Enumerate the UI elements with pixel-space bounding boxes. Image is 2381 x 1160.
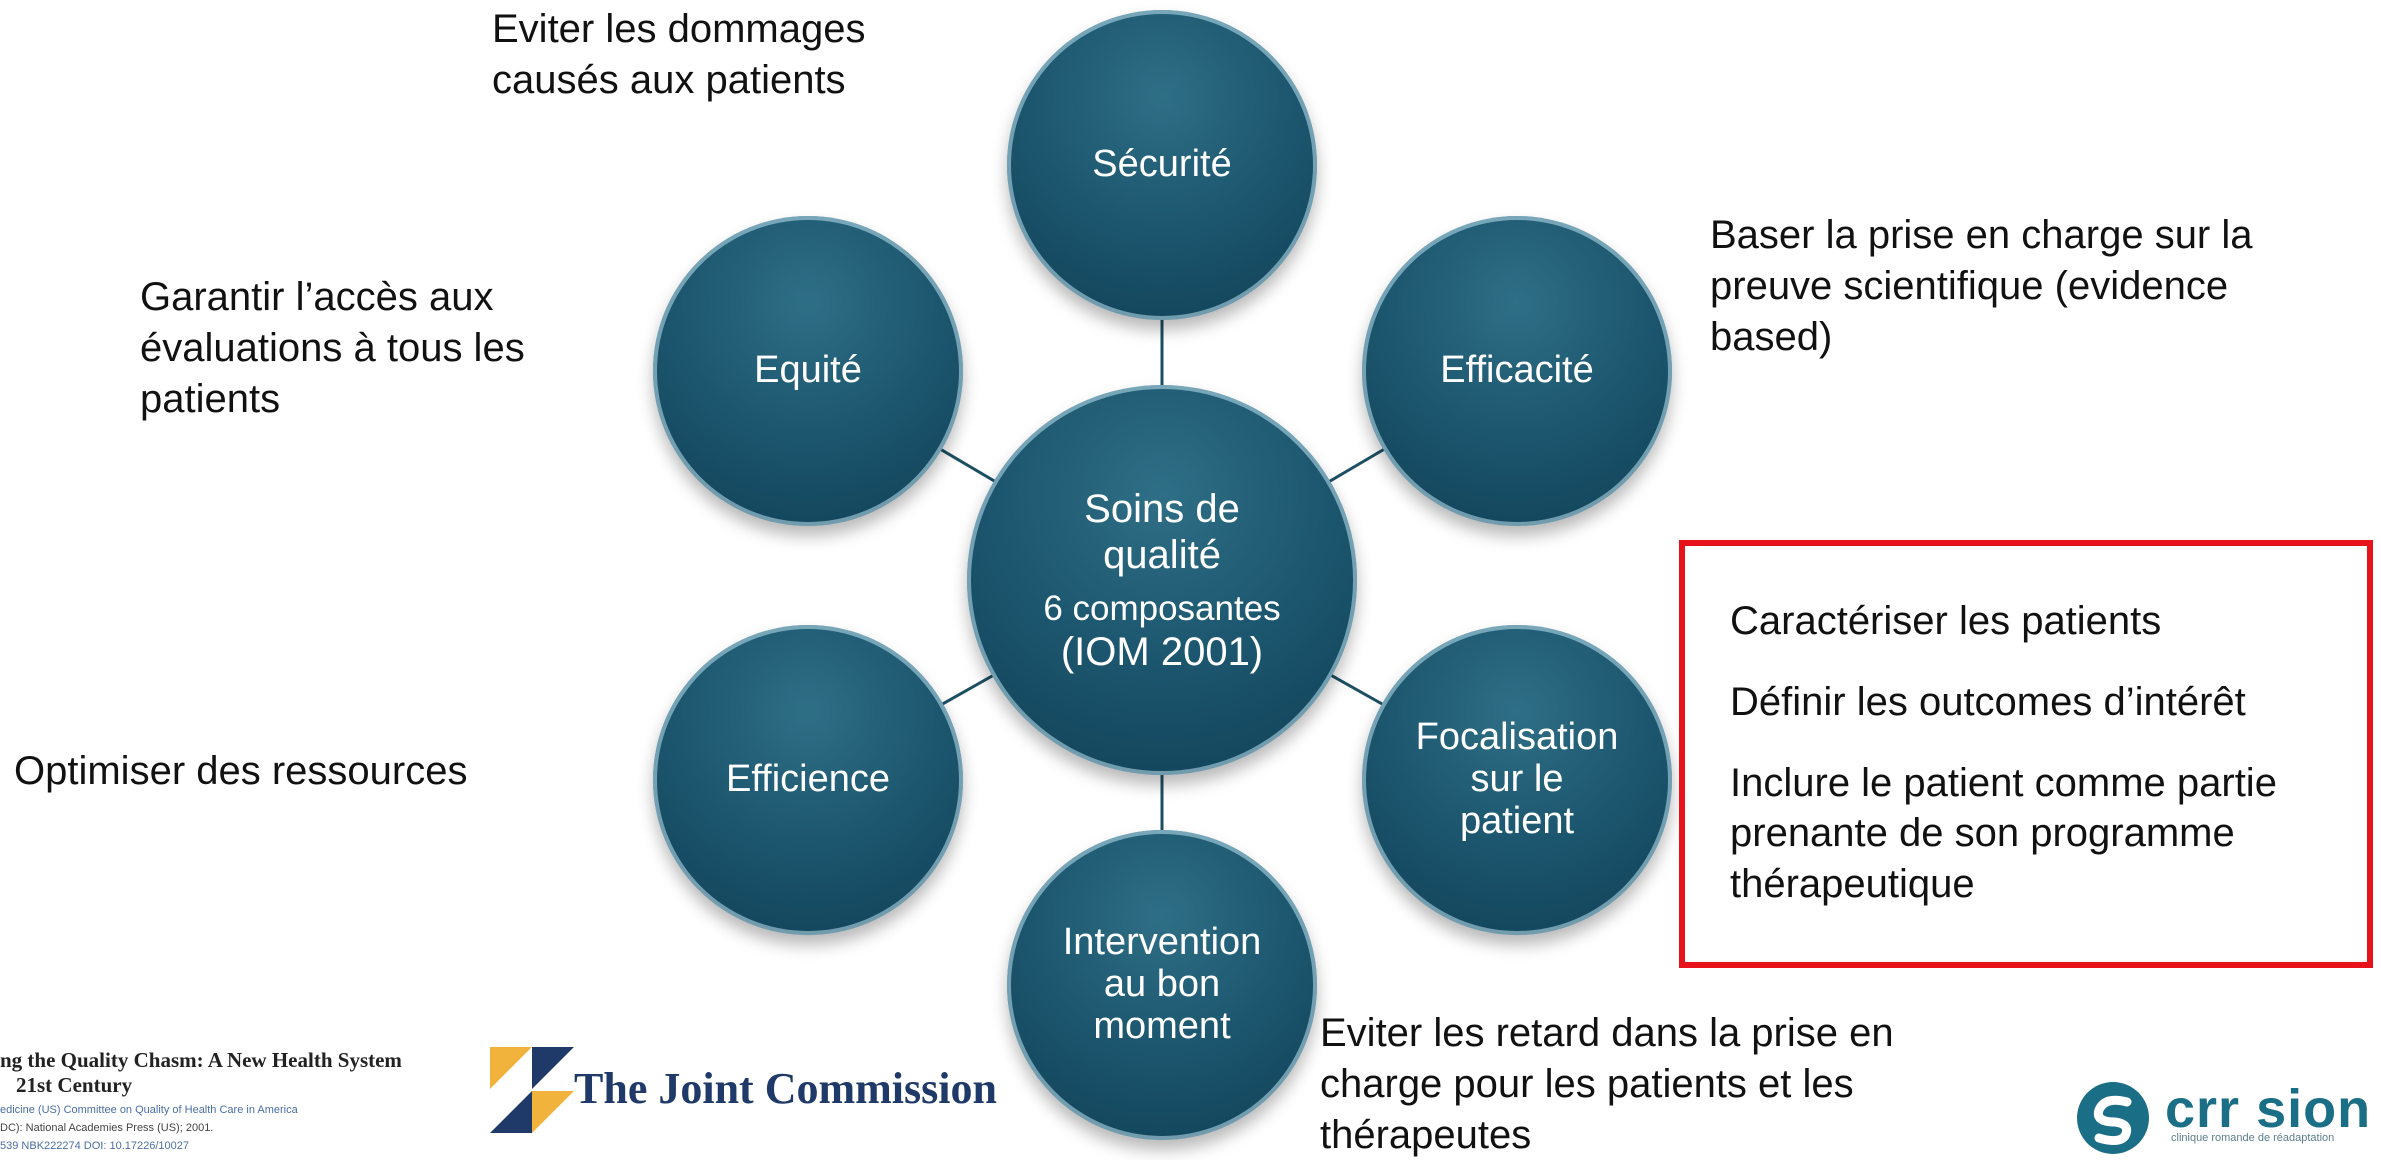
desc-intervention-line-3: thérapeutes (1320, 1112, 1532, 1157)
iom-citation: ng the Quality Chasm: A New Health Syste… (0, 1048, 420, 1155)
center-reference: (IOM 2001) (1060, 630, 1264, 674)
desc-intervention: Eviter les retard dans la prise en charg… (1320, 1008, 1894, 1160)
crr-sion-logo: crr sion clinique romande de réadaptatio… (2075, 1079, 2375, 1154)
box-item-inclure: Inclure le patient comme partie prenante… (1730, 758, 2350, 910)
node-intervention-label-1: Intervention (1062, 921, 1262, 964)
center-title-2: qualité (1103, 533, 1221, 577)
crr-sion-emblem-icon (2077, 1082, 2149, 1154)
desc-equite: Garantir l’accès aux évaluations à tous … (140, 272, 525, 424)
node-efficience-label: Efficience (725, 758, 891, 801)
node-efficacite: Efficacité (1362, 216, 1672, 526)
desc-efficacite-line-1: Baser la prise en charge sur la (1710, 213, 2253, 257)
joint-commission-name: The Joint Commission (574, 1064, 997, 1113)
box-item-caracteriser: Caractériser les patients (1730, 599, 2162, 643)
citation-line-3: 539 NBK222274 DOI: 10.17226/10027 (0, 1139, 189, 1152)
node-focalisation: Focalisation sur le patient (1362, 625, 1672, 935)
joint-commission-logo: The Joint Commission (488, 1045, 997, 1135)
box-item-inclure-line-3: thérapeutique (1730, 862, 1975, 907)
citation-title-1: ng the Quality Chasm: A New Health Syste… (0, 1048, 402, 1072)
desc-intervention-line-1: Eviter les retard dans la prise en (1320, 1011, 1894, 1055)
node-focalisation-label-2: sur le (1470, 758, 1564, 801)
desc-efficacite-line-2: preuve scientifique (evidence (1710, 263, 2229, 308)
node-efficacite-label: Efficacité (1440, 349, 1594, 392)
desc-equite-line-2: évaluations à tous les (140, 325, 525, 370)
crr-sion-name: crr sion (2165, 1079, 2372, 1139)
node-securite: Sécurité (1007, 10, 1317, 320)
center-title-1: Soins de (1084, 487, 1240, 531)
node-equite-label: Equité (754, 349, 862, 392)
desc-securite-line-1: Eviter les dommages (492, 7, 866, 51)
joint-commission-emblem-icon (490, 1047, 574, 1133)
node-intervention-label-2: au bon (1103, 963, 1221, 1006)
node-focalisation-label-3: patient (1459, 799, 1575, 842)
desc-securite-line-2: causés aux patients (492, 57, 846, 102)
box-item-definir: Définir les outcomes d’intérêt (1730, 679, 2246, 724)
desc-efficacite: Baser la prise en charge sur la preuve s… (1710, 210, 2253, 362)
node-center-soins-de-qualite: Soins de qualité 6 composantes (IOM 2001… (967, 385, 1357, 775)
node-intervention: Intervention au bon moment (1007, 830, 1317, 1140)
node-equite: Equité (653, 216, 963, 526)
desc-intervention-line-2: charge pour les patients et les (1320, 1061, 1854, 1106)
focalisation-highlight-box: Caractériser les patients Définir les ou… (1679, 540, 2373, 968)
desc-efficience-line-1: Optimiser des ressources (14, 749, 468, 793)
box-item-inclure-line-1: Inclure le patient comme partie (1730, 760, 2277, 805)
node-intervention-label-3: moment (1093, 1004, 1231, 1047)
desc-securite: Eviter les dommages causés aux patients (492, 4, 865, 106)
desc-efficience: Optimiser des ressources (14, 746, 467, 797)
node-securite-label: Sécurité (1092, 143, 1232, 186)
citation-title-2: 21st Century (16, 1073, 133, 1098)
citation-line-2: DC): National Academies Press (US); 2001… (0, 1121, 214, 1134)
node-efficience: Efficience (653, 625, 963, 935)
center-subtitle: 6 composantes (1043, 589, 1281, 628)
crr-sion-subtitle: clinique romande de réadaptation (2171, 1132, 2335, 1144)
desc-efficacite-line-3: based) (1710, 314, 1833, 359)
box-item-inclure-line-2: prenante de son programme (1730, 811, 2235, 856)
desc-equite-line-1: Garantir l’accès aux (140, 275, 494, 319)
citation-line-1: edicine (US) Committee on Quality of Hea… (0, 1104, 298, 1117)
desc-equite-line-3: patients (140, 376, 281, 421)
node-focalisation-label-1: Focalisation (1415, 716, 1619, 759)
